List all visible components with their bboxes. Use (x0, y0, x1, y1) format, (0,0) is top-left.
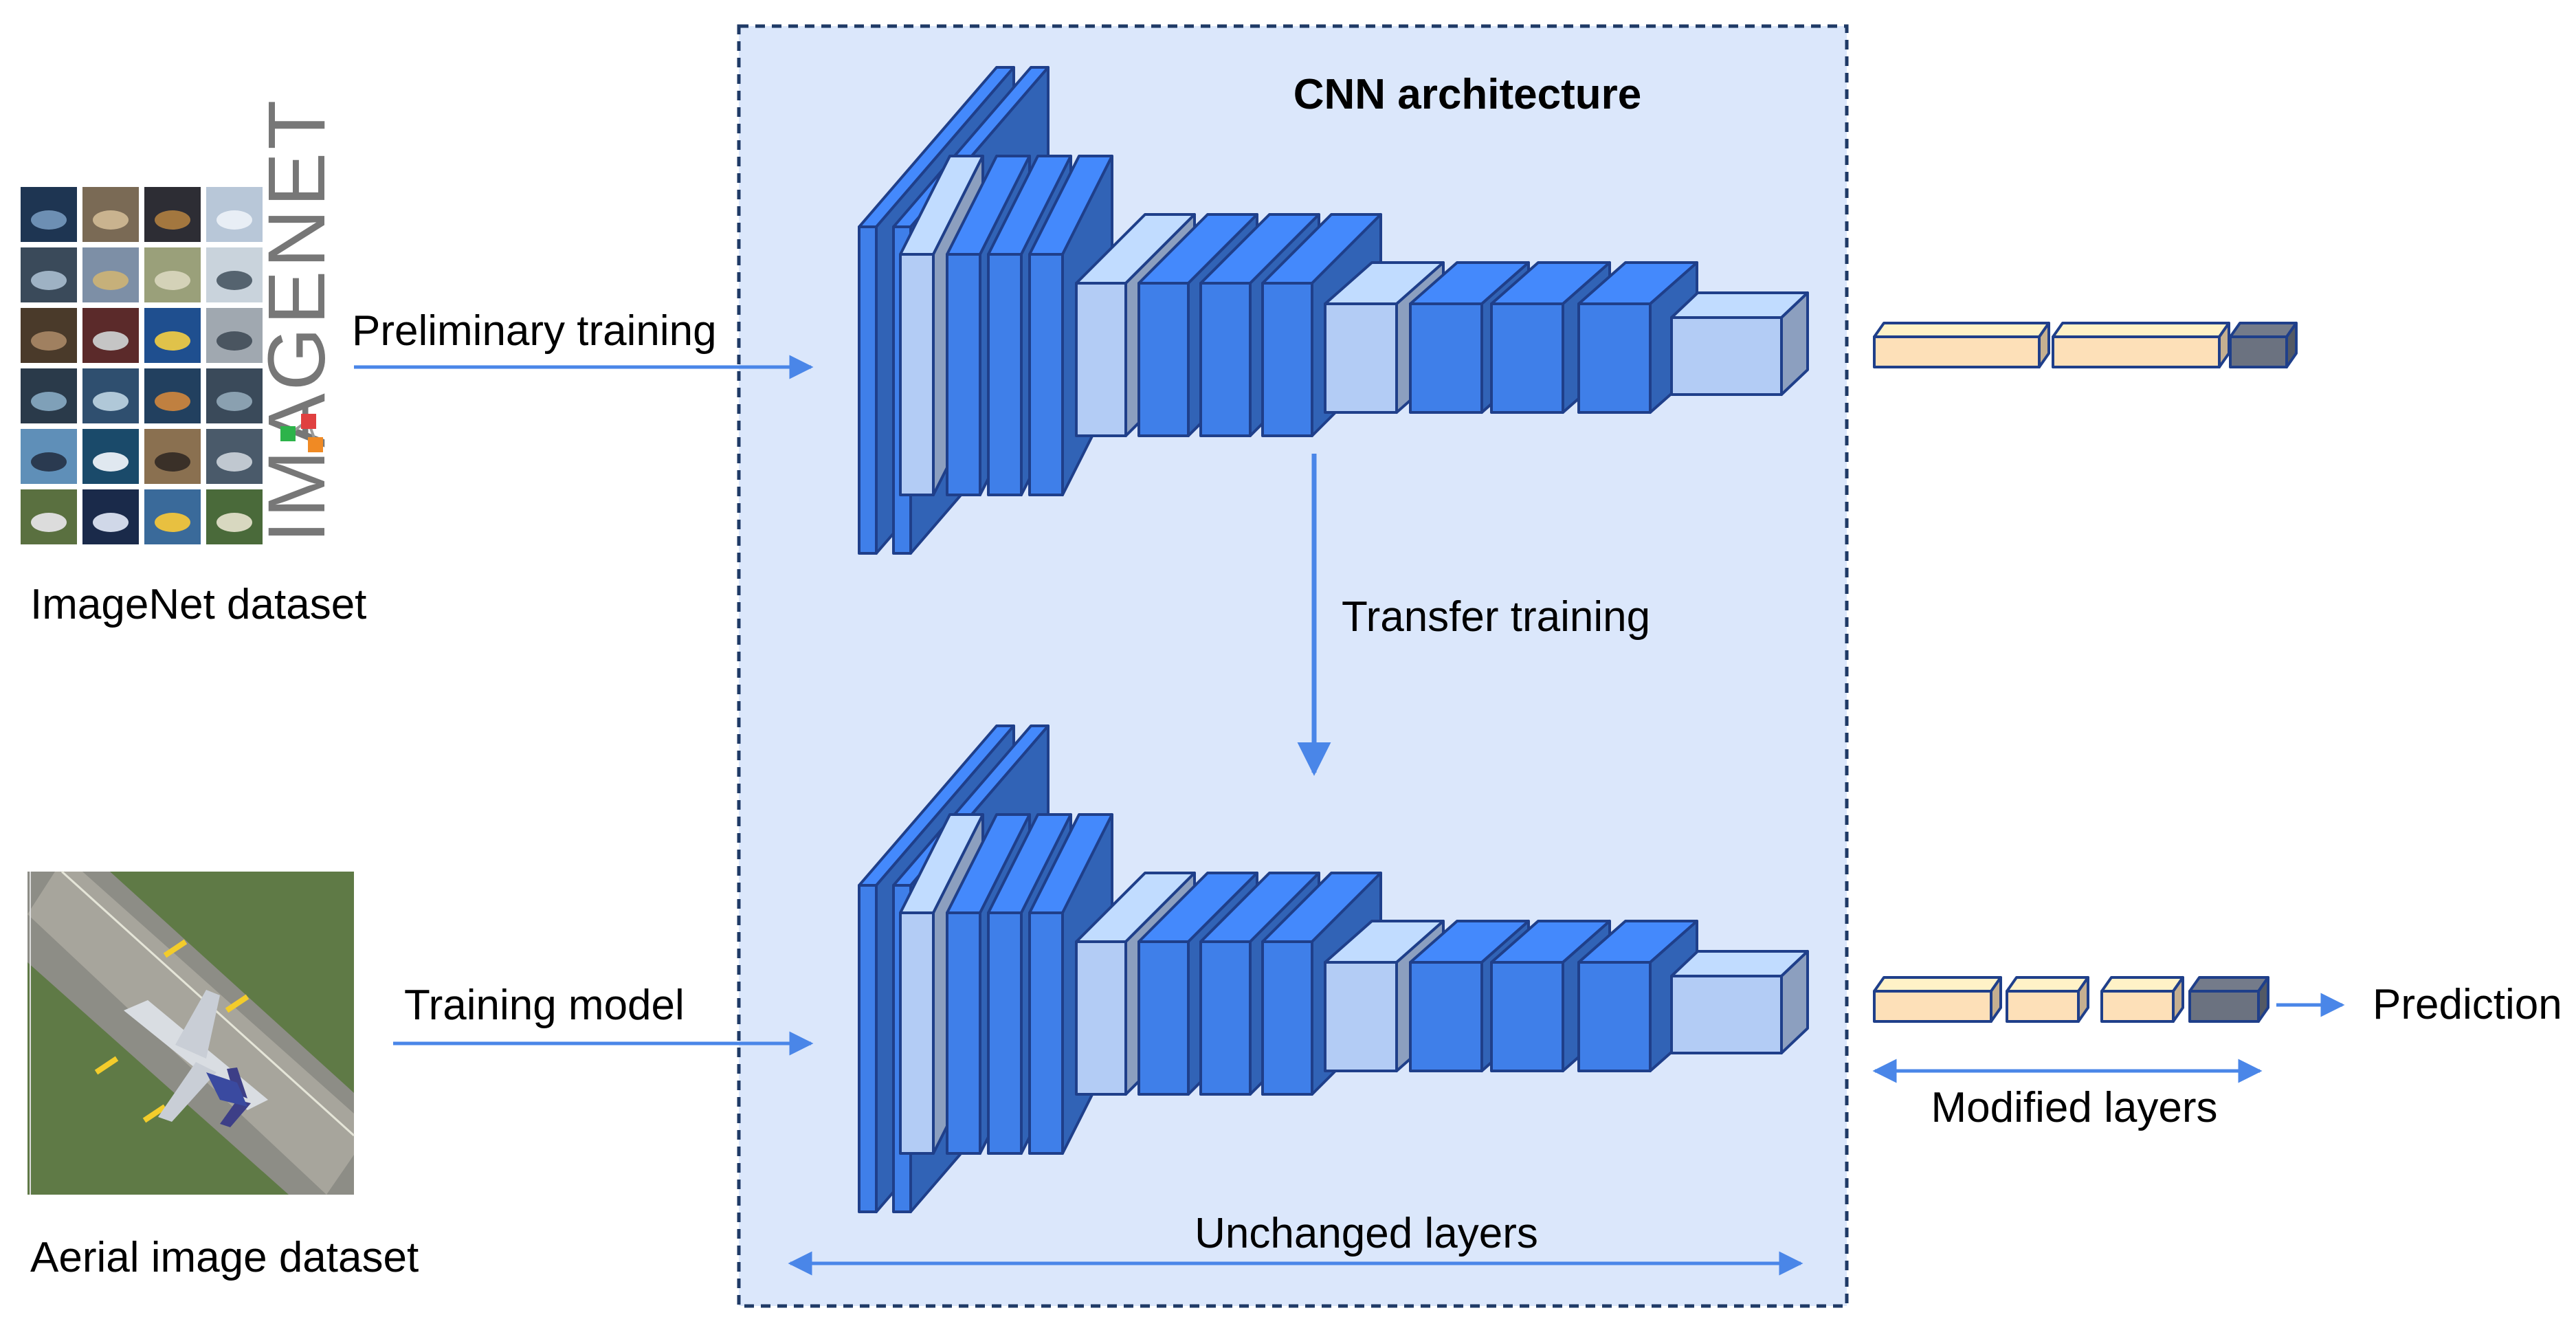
thumbnail-image (21, 489, 77, 544)
thumbnail-image (206, 368, 263, 423)
flatten-layer (1670, 291, 1809, 396)
imagenet-logo-dots-icon (280, 414, 323, 452)
thumbnail-image (144, 308, 201, 363)
thumbnail-image (206, 308, 263, 363)
thumbnail-image (206, 489, 263, 544)
thumbnail-image (82, 247, 139, 302)
fc-layer (2006, 976, 2089, 1023)
thumbnail-image (144, 368, 201, 423)
thumbnail-image (144, 187, 201, 242)
imagenet-logo: IMAGENET (252, 98, 342, 543)
fc-layers-original (1873, 322, 2298, 368)
conv-layer (1577, 261, 1698, 414)
thumbnail-image (21, 308, 77, 363)
aerial-dataset-label: Aerial image dataset (30, 1234, 419, 1281)
preliminary-training-label: Preliminary training (352, 307, 717, 355)
panel-title: CNN architecture (1293, 71, 1641, 118)
thumbnail-image (82, 368, 139, 423)
unchanged-layers-label: Unchanged layers (1195, 1210, 1538, 1257)
imagenet-dataset-label: ImageNet dataset (30, 581, 366, 628)
prediction-label: Prediction (2373, 981, 2562, 1028)
fc-layer (1873, 322, 2050, 368)
thumbnail-image (144, 489, 201, 544)
thumbnail-image (21, 187, 77, 242)
thumbnail-image (82, 187, 139, 242)
cnn-model-pretrained (858, 66, 1809, 555)
modified-layers-label: Modified layers (1931, 1084, 2218, 1131)
thumbnail-image (206, 187, 263, 242)
transfer-training-label: Transfer training (1342, 593, 1650, 641)
thumbnail-image (206, 429, 263, 484)
image-grid-icon (21, 187, 263, 544)
flatten-layer (1670, 950, 1809, 1054)
thumbnail-image (21, 429, 77, 484)
thumbnail-image (82, 308, 139, 363)
fc-layer (2100, 976, 2184, 1023)
fc-layer (1873, 976, 2002, 1023)
fc-layer (2052, 322, 2230, 368)
fc-layers-modified (1873, 976, 2269, 1023)
thumbnail-image (82, 429, 139, 484)
thumbnail-image (21, 247, 77, 302)
training-model-label: Training model (404, 982, 685, 1029)
thumbnail-image (82, 489, 139, 544)
output-layer (2229, 322, 2298, 368)
thumbnail-image (21, 368, 77, 423)
thumbnail-image (206, 247, 263, 302)
cnn-model-transfer (858, 724, 1809, 1213)
output-layer (2188, 976, 2269, 1023)
thumbnail-image (144, 429, 201, 484)
airplane-photo-icon (27, 870, 355, 1195)
thumbnail-image (144, 247, 201, 302)
